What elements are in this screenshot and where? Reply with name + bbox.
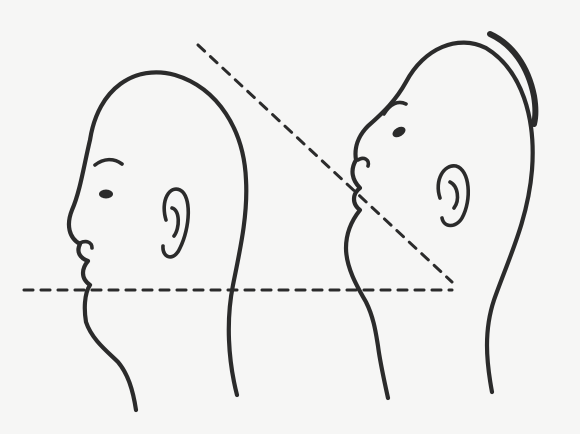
neutral-eye	[99, 190, 113, 199]
